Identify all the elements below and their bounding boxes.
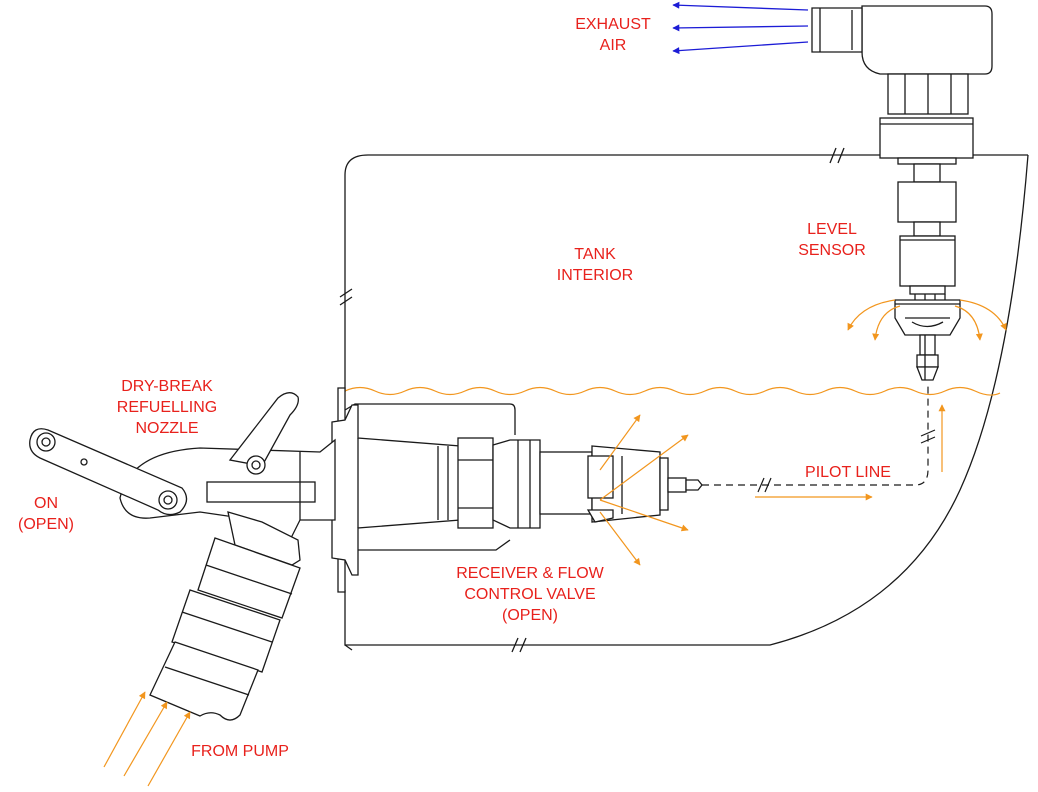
tank-outline <box>339 147 1029 653</box>
on-open-label-line-2: (OPEN) <box>18 516 74 533</box>
pilot-line-label: PILOT LINE <box>788 462 908 483</box>
fuel-flow-arrows <box>103 299 1007 787</box>
level-sensor-assembly <box>811 5 993 381</box>
dry-break-nozzle-label: DRY-BREAK REFUELLING NOZZLE <box>102 376 232 439</box>
exhaust-air-label-line-1: EXHAUST <box>575 16 651 33</box>
tank-interior-label: TANK INTERIOR <box>545 244 645 286</box>
from-pump-label: FROM PUMP <box>175 741 305 762</box>
pilot-line <box>702 382 936 493</box>
fuel-surface-line <box>344 386 1001 396</box>
level-sensor-label-line-1: LEVEL <box>807 221 857 238</box>
exhaust-air-label: EXHAUST AIR <box>563 14 663 56</box>
receiver-valve-label-line-2: CONTROL VALVE <box>464 586 596 603</box>
on-open-label: ON (OPEN) <box>0 493 92 535</box>
receiver-valve <box>331 387 703 593</box>
tank-interior-label-line-1: TANK <box>574 246 616 263</box>
pilot-line-label-line-1: PILOT LINE <box>805 464 891 481</box>
refuelling-nozzle <box>29 392 336 721</box>
receiver-valve-label-line-1: RECEIVER & FLOW <box>456 565 604 582</box>
from-pump-label-line-1: FROM PUMP <box>191 743 289 760</box>
receiver-valve-label-line-3: (OPEN) <box>502 607 558 624</box>
dry-break-nozzle-label-line-2: REFUELLING <box>116 399 218 416</box>
level-sensor-label-line-2: SENSOR <box>798 242 866 259</box>
dry-break-nozzle-label-line-1: DRY-BREAK <box>121 378 213 395</box>
tank-interior-label-line-2: INTERIOR <box>556 267 634 284</box>
receiver-valve-label: RECEIVER & FLOW CONTROL VALVE (OPEN) <box>430 563 630 626</box>
dry-break-nozzle-label-line-3: NOZZLE <box>135 420 199 437</box>
on-open-label-line-1: ON <box>34 495 58 512</box>
exhaust-air-arrows <box>672 1 809 55</box>
exhaust-air-label-line-2: AIR <box>599 37 627 54</box>
level-sensor-label: LEVEL SENSOR <box>782 219 882 261</box>
